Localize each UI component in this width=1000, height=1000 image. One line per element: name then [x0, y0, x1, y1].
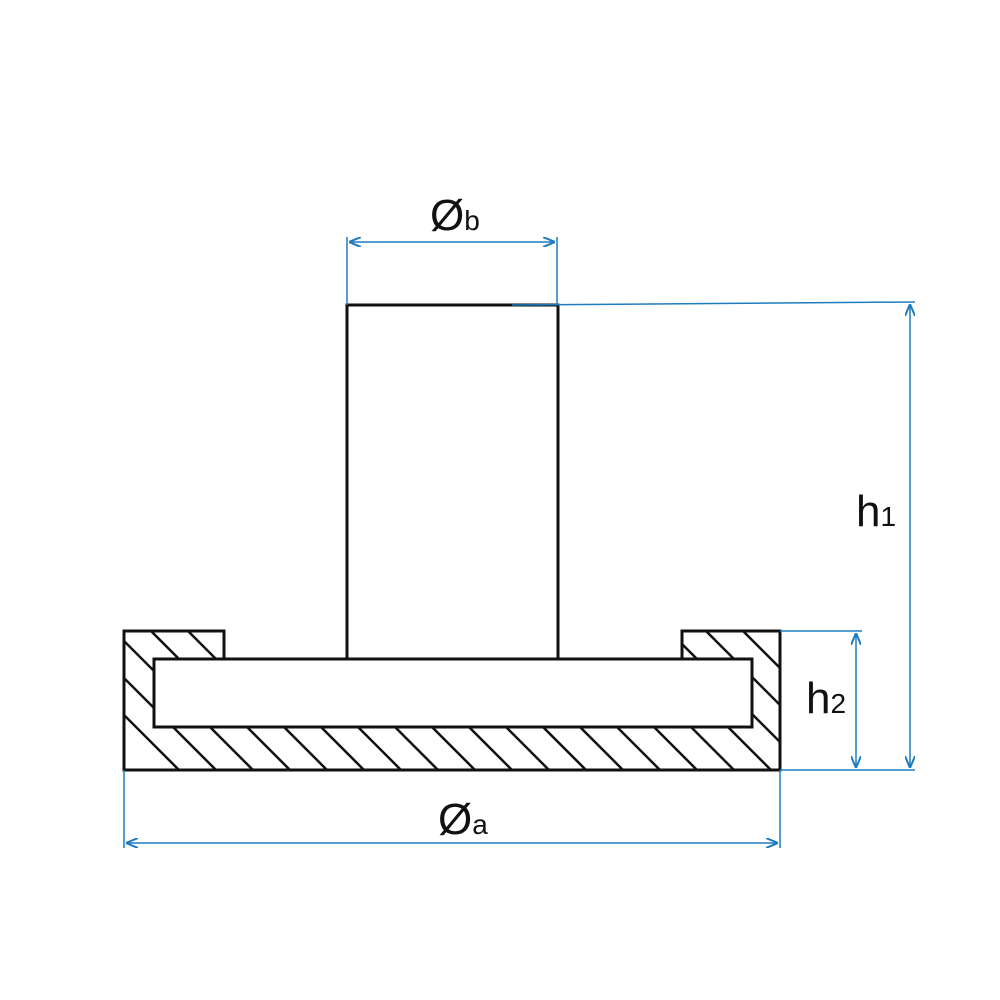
hatch-line [779, 631, 780, 770]
hatch-line [742, 631, 780, 770]
stud-shaft [345, 303, 560, 661]
label-h1: h1 [856, 487, 896, 536]
dimension-h2 [780, 630, 862, 768]
hatch-line [124, 631, 217, 770]
label-dia-a: Øa [438, 795, 488, 844]
hatch-line [124, 631, 180, 770]
label-dia-b: Øb [430, 191, 480, 240]
hatch-line [705, 631, 780, 770]
dimension-dia-b [346, 237, 558, 305]
label-h2: h2 [806, 674, 846, 723]
hatch-line [854, 631, 993, 770]
dimension-dia-a [123, 770, 781, 848]
dimension-h1 [511, 301, 916, 771]
inner-plate [152, 657, 754, 729]
